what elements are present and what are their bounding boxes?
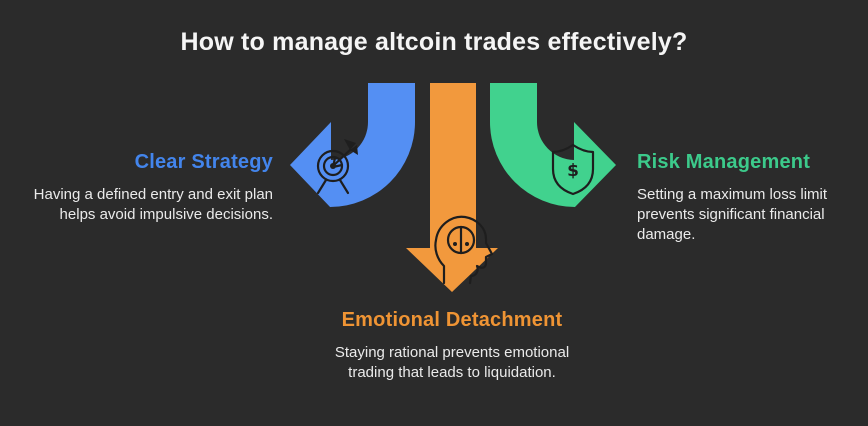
emotional-detachment-description: Staying rational prevents emotional trad…: [334, 344, 570, 381]
curved-right-arrow: [490, 83, 616, 208]
risk-management-description: Setting a maximum loss limit prevents si…: [637, 186, 828, 243]
target-dart-icon: [316, 139, 358, 195]
section-clear-strategy: Clear Strategy Having a defined entry an…: [18, 150, 273, 225]
section-risk-management: Risk Management Setting a maximum loss l…: [637, 150, 849, 245]
clear-strategy-heading: Clear Strategy: [134, 151, 273, 173]
risk-management-heading: Risk Management: [637, 151, 811, 173]
section-emotional-detachment: Emotional Detachment Staying rational pr…: [322, 308, 582, 383]
shield-dollar-icon: $: [551, 143, 595, 196]
head-brain-icon: [434, 215, 494, 285]
clear-strategy-description: Having a defined entry and exit plan hel…: [33, 186, 273, 223]
page-title: How to manage altcoin trades effectively…: [180, 28, 688, 56]
emotional-detachment-heading: Emotional Detachment: [341, 309, 563, 331]
dollar-glyph: $: [567, 161, 579, 181]
down-arrow: [406, 83, 498, 292]
